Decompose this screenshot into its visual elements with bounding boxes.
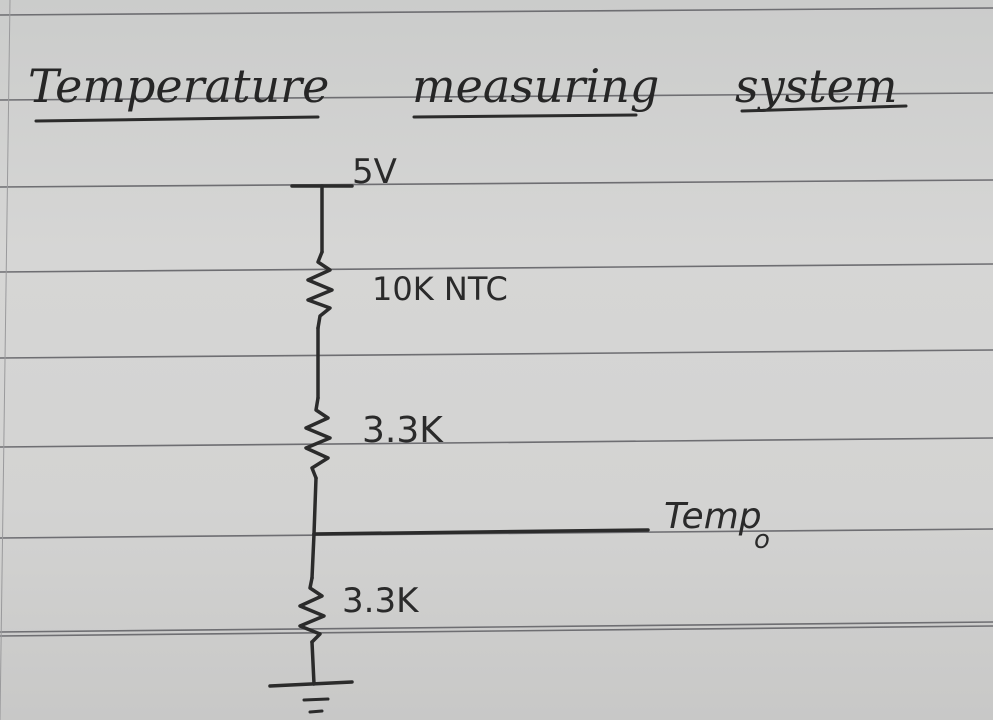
ground-icon (268, 680, 354, 714)
title-underline-3 (740, 104, 908, 113)
title-word-2: measuring (412, 59, 659, 113)
wire-r3-ground (310, 640, 316, 686)
r3-label: 3.3K (342, 581, 420, 621)
output-wire (312, 528, 650, 536)
supply-rail (290, 184, 354, 254)
wire-node-r3 (310, 532, 316, 580)
title-underline-2 (412, 113, 638, 119)
output-label: Temp (664, 496, 762, 537)
title-word-3: system (735, 59, 898, 113)
r2-label: 3.3K (362, 410, 444, 451)
output-subscript: o (754, 525, 770, 555)
resistor-r1 (306, 250, 334, 330)
title: Temperature measuring system (28, 59, 908, 123)
r1-label: 10K NTC (372, 270, 508, 308)
resistor-r3 (298, 576, 326, 644)
title-word-1: Temperature (28, 59, 329, 113)
resistor-r2 (304, 396, 332, 480)
title-underline-1 (34, 115, 320, 123)
supply-label: 5V (352, 152, 397, 192)
wire-r2-node (312, 476, 318, 536)
